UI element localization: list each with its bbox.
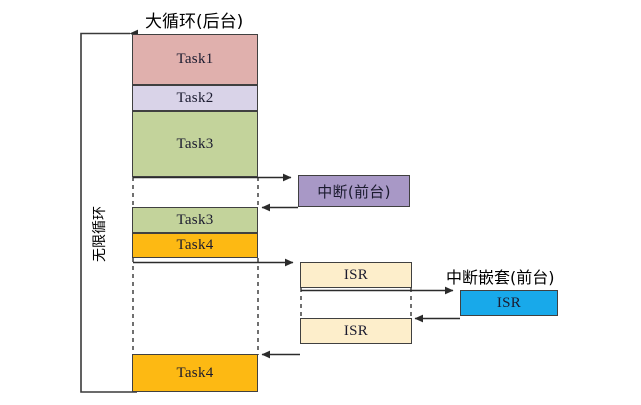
task-box-task4-second[interactable]: Task4 xyxy=(132,354,258,392)
label-nested-interrupt: 中断嵌套(前台) xyxy=(446,268,555,287)
infinite-loop-bracket xyxy=(80,29,138,393)
interrupt-box-label: 中断(前台) xyxy=(317,182,391,201)
task-box-task4-first[interactable]: Task4 xyxy=(132,233,258,258)
task-box-task3-first[interactable]: Task3 xyxy=(132,111,258,177)
interrupt-box-foreground[interactable]: 中断(前台) xyxy=(298,175,410,207)
task-box-label: Task4 xyxy=(176,364,214,381)
task-box-task2[interactable]: Task2 xyxy=(132,85,258,111)
label-background-loop: 大循环(后台) xyxy=(145,12,244,32)
task-box-task3-second[interactable]: Task3 xyxy=(132,207,258,233)
task-box-label: Task1 xyxy=(176,51,214,67)
isr-box-nested[interactable]: ISR xyxy=(460,290,558,316)
isr-box-top[interactable]: ISR xyxy=(300,262,412,288)
task-box-label: Task2 xyxy=(176,89,214,106)
isr-box-label: ISR xyxy=(496,294,522,311)
task-box-label: Task4 xyxy=(176,237,214,253)
task-box-task1[interactable]: Task1 xyxy=(132,34,258,85)
dashed-guides xyxy=(132,177,412,355)
isr-box-label: ISR xyxy=(343,322,369,339)
isr-box-bottom[interactable]: ISR xyxy=(300,318,412,344)
task-box-label: Task3 xyxy=(176,135,214,152)
task-box-label: Task3 xyxy=(176,211,214,228)
isr-box-label: ISR xyxy=(343,266,369,283)
label-infinite-loop: 无限循环 xyxy=(92,206,108,262)
